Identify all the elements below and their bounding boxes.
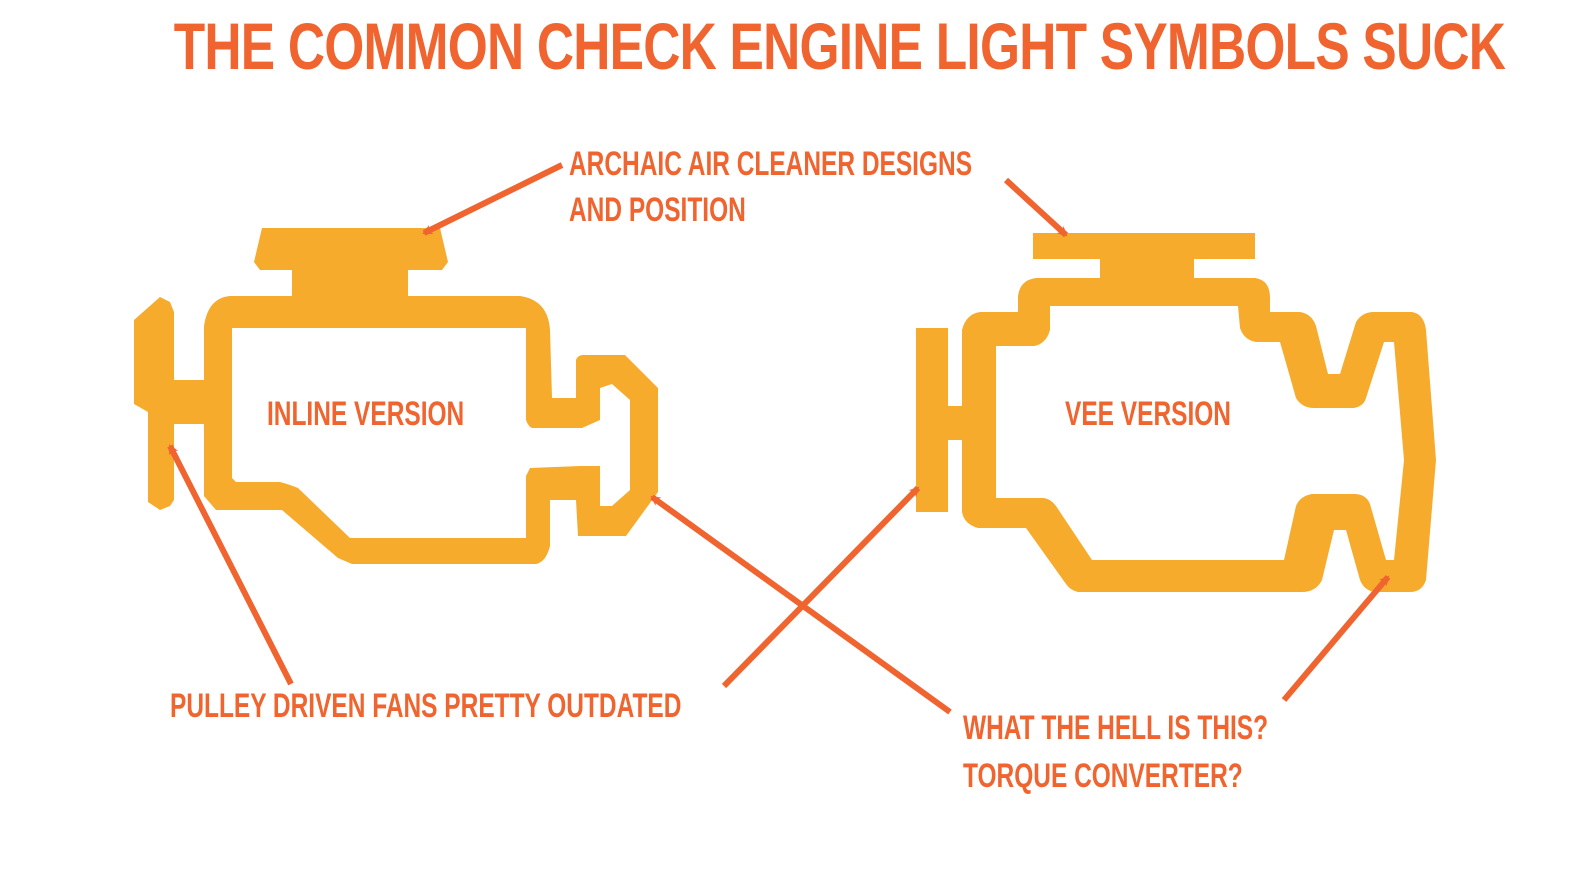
arrow-air-cleaner-inline <box>422 162 564 236</box>
vee-version-label: VEE VERSION <box>1065 395 1231 433</box>
vee-engine-icon <box>916 233 1436 592</box>
arrow-torque-inline <box>650 494 952 715</box>
annotation-air-cleaner-line1: ARCHAIC AIR CLEANER DESIGNS <box>569 145 973 183</box>
annotation-arrows <box>167 162 1391 715</box>
vee-neck-icon <box>1100 257 1194 279</box>
arrow-pulley-inline <box>167 444 294 686</box>
annotation-air-cleaner: ARCHAIC AIR CLEANER DESIGNS AND POSITION <box>569 142 972 234</box>
annotation-torque-line2: TORQUE CONVERTER? <box>963 757 1243 796</box>
vee-air-cleaner-icon <box>1033 233 1255 259</box>
inline-pulley-icon <box>134 297 205 510</box>
inline-version-label: INLINE VERSION <box>267 395 465 433</box>
inline-air-cleaner-icon <box>254 228 448 270</box>
inline-neck-icon <box>292 268 408 300</box>
annotation-air-cleaner-line2: AND POSITION <box>569 190 746 229</box>
arrow-pulley-vee <box>721 485 921 689</box>
inline-engine-icon <box>134 228 658 564</box>
annotation-torque: WHAT THE HELL IS THIS? TORQUE CONVERTER? <box>963 704 1268 801</box>
arrow-torque-vee <box>1281 575 1391 702</box>
annotation-pulley-line1: PULLEY DRIVEN FANS PRETTY OUTDATED <box>170 687 682 725</box>
annotation-pulley: PULLEY DRIVEN FANS PRETTY OUTDATED <box>170 684 681 730</box>
inline-block-icon <box>204 296 658 564</box>
page-title: THE COMMON CHECK ENGINE LIGHT SYMBOLS SU… <box>173 9 1506 83</box>
arrow-air-cleaner-vee <box>1003 177 1069 238</box>
annotation-torque-line1: WHAT THE HELL IS THIS? <box>963 709 1269 747</box>
vee-pulley-icon <box>916 328 962 512</box>
vee-block-icon <box>962 278 1436 592</box>
